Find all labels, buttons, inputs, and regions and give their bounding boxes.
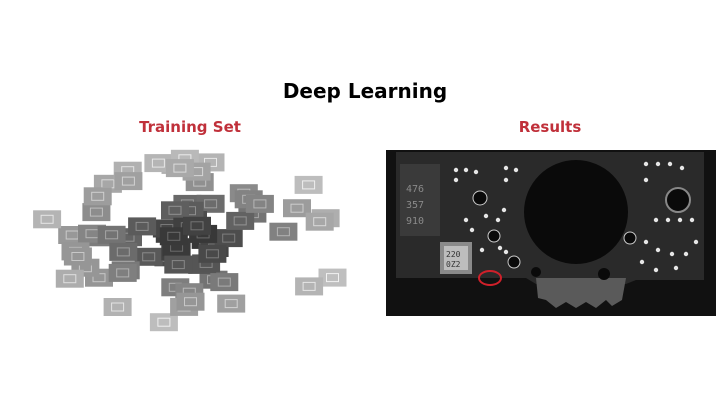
solder-pad	[643, 161, 649, 167]
training-set-image-cloud	[33, 149, 347, 332]
solder-pad	[643, 177, 649, 183]
training-thumbnail	[33, 210, 62, 229]
training-thumbnail	[108, 263, 137, 282]
mount-hole	[472, 190, 488, 206]
training-thumbnail	[295, 277, 324, 296]
solder-pad	[483, 213, 489, 219]
solder-pad	[673, 265, 679, 271]
training-thumbnail	[214, 229, 243, 248]
training-thumbnail	[210, 273, 239, 292]
solder-pad	[653, 217, 659, 223]
training-thumbnail	[63, 247, 92, 266]
training-thumbnail	[149, 313, 178, 332]
solder-pad	[693, 239, 699, 245]
mount-hole	[665, 187, 691, 213]
chip-text-1: 476	[406, 184, 424, 195]
training-thumbnail	[196, 194, 225, 213]
chip-text-2: 357	[406, 200, 424, 211]
training-thumbnail	[217, 294, 246, 313]
training-thumbnail	[183, 216, 211, 235]
training-set-label: Training Set	[139, 118, 241, 136]
results-label: Results	[518, 118, 582, 136]
training-thumbnail	[97, 225, 126, 244]
solder-pad	[479, 247, 485, 253]
training-thumbnail	[128, 217, 157, 236]
solder-pad	[513, 167, 519, 173]
mount-hole	[531, 267, 541, 277]
mount-hole	[623, 231, 637, 245]
solder-pad	[665, 217, 671, 223]
training-thumbnail	[198, 244, 227, 263]
training-thumbnail	[161, 201, 189, 220]
solder-pad	[669, 251, 675, 257]
solder-pad	[469, 227, 475, 233]
training-thumbnail	[114, 172, 143, 191]
training-thumbnail	[159, 227, 188, 246]
training-thumbnail	[103, 298, 132, 316]
training-thumbnail	[83, 187, 112, 206]
large-hole	[524, 160, 628, 264]
mount-hole	[598, 268, 610, 280]
defect-marker-circle	[478, 270, 502, 286]
solder-pad	[677, 217, 683, 223]
training-thumbnail	[294, 175, 323, 194]
solder-pad	[473, 169, 479, 175]
solder-pad	[655, 247, 661, 253]
training-thumbnail	[176, 292, 205, 311]
solder-pad	[497, 245, 503, 251]
solder-pad	[689, 217, 695, 223]
solder-pad	[501, 207, 507, 213]
training-thumbnail	[144, 154, 173, 173]
training-thumbnail	[305, 212, 334, 231]
solder-pads	[453, 161, 699, 273]
solder-pad	[655, 161, 661, 167]
solder-pad	[463, 217, 469, 223]
training-thumbnail	[283, 199, 311, 218]
training-thumbnail	[109, 242, 138, 261]
solder-pad	[503, 249, 509, 255]
training-thumbnail	[318, 268, 347, 287]
training-thumbnail	[165, 159, 194, 178]
training-thumbnail	[82, 203, 111, 222]
training-thumbnail	[55, 269, 84, 288]
training-thumbnail	[245, 194, 274, 213]
chip-text-3: 910	[406, 216, 424, 227]
gear-shape	[536, 278, 626, 308]
solder-pad	[667, 161, 673, 167]
solder-pad	[643, 239, 649, 245]
inductor-text-2: 0Z2	[446, 260, 461, 269]
inductor-text-1: 220	[446, 250, 461, 259]
slide-title: Deep Learning	[282, 79, 448, 103]
solder-pad	[503, 177, 509, 183]
solder-pad	[683, 251, 689, 257]
mount-hole	[507, 255, 521, 269]
solder-pad	[453, 167, 459, 173]
solder-pad	[463, 167, 469, 173]
training-thumbnail	[226, 211, 255, 230]
solder-pad	[679, 165, 685, 171]
mount-hole	[487, 229, 501, 243]
solder-pad	[453, 177, 459, 183]
training-thumbnail	[134, 247, 163, 266]
results-inspection-image: 476 357 910 220 0Z2	[386, 150, 716, 316]
solder-pad	[495, 217, 501, 223]
left-chip-block	[400, 164, 440, 236]
solder-pad	[503, 165, 509, 171]
training-thumbnail	[269, 222, 298, 241]
solder-pad	[653, 267, 659, 273]
solder-pad	[639, 259, 645, 265]
training-thumbnail	[164, 255, 193, 274]
